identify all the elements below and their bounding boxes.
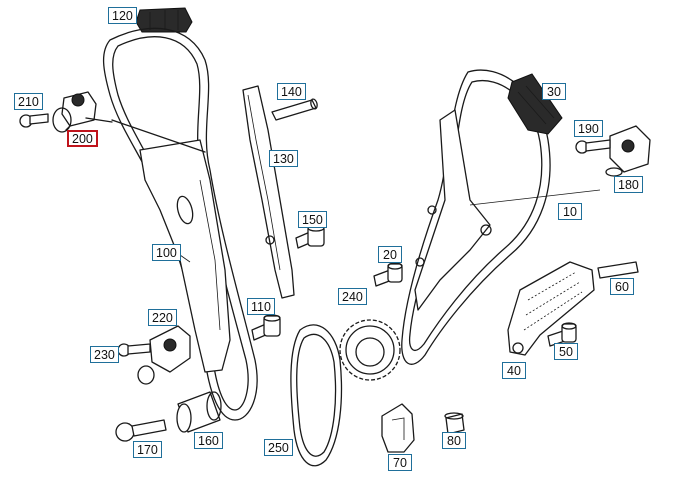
callout-210[interactable]: 210 [14,93,43,110]
callout-40[interactable]: 40 [502,362,526,379]
pin-60[interactable] [597,261,639,279]
callout-110[interactable]: 110 [247,298,275,315]
callout-150[interactable]: 150 [298,211,327,228]
callout-80[interactable]: 80 [442,432,466,449]
upper-guide-30[interactable] [507,73,563,135]
bolt-20[interactable] [373,262,403,287]
callout-130[interactable]: 130 [269,150,298,167]
chain-tensioner-200[interactable] [52,91,113,133]
guide-pin-140[interactable] [271,98,318,121]
sleeve-160[interactable] [176,391,222,433]
bolt-210[interactable] [19,113,49,128]
callout-160[interactable]: 160 [194,432,223,449]
bolt-230[interactable] [117,343,151,357]
callout-60[interactable]: 60 [610,278,634,295]
tensioner-rail-right[interactable] [414,109,601,311]
callout-200[interactable]: 200 [67,130,98,147]
chain-tensioner-180[interactable] [605,125,651,177]
bolt-190[interactable] [575,139,611,154]
callout-100[interactable]: 100 [152,244,181,261]
guide-70[interactable] [381,403,415,453]
callout-140[interactable]: 140 [277,83,306,100]
callout-190[interactable]: 190 [574,120,603,137]
callout-240[interactable]: 240 [338,288,367,305]
callout-120[interactable]: 120 [108,7,137,24]
callout-50[interactable]: 50 [554,343,578,360]
callout-220[interactable]: 220 [148,309,177,326]
callout-230[interactable]: 230 [90,346,119,363]
callout-70[interactable]: 70 [388,454,412,471]
sprocket-240[interactable] [339,319,401,381]
bolt-50[interactable] [547,322,577,347]
chain-tensioner-220[interactable] [137,325,191,385]
primary-timing-chain-100[interactable] [102,27,258,421]
slide-rail-130[interactable] [242,85,295,299]
callout-20[interactable]: 20 [378,246,402,263]
callout-180[interactable]: 180 [614,176,643,193]
bolt-170[interactable] [115,419,167,442]
guide-bolt-110[interactable] [251,314,281,341]
callout-10[interactable]: 10 [558,203,582,220]
tensioner-rail-40[interactable] [507,261,595,356]
oil-pump-chain-250[interactable] [290,324,343,467]
tensioner-rail-100[interactable] [111,119,231,373]
callout-30[interactable]: 30 [542,83,566,100]
bolt-80[interactable] [444,412,465,435]
callout-170[interactable]: 170 [133,441,162,458]
callout-250[interactable]: 250 [264,439,293,456]
